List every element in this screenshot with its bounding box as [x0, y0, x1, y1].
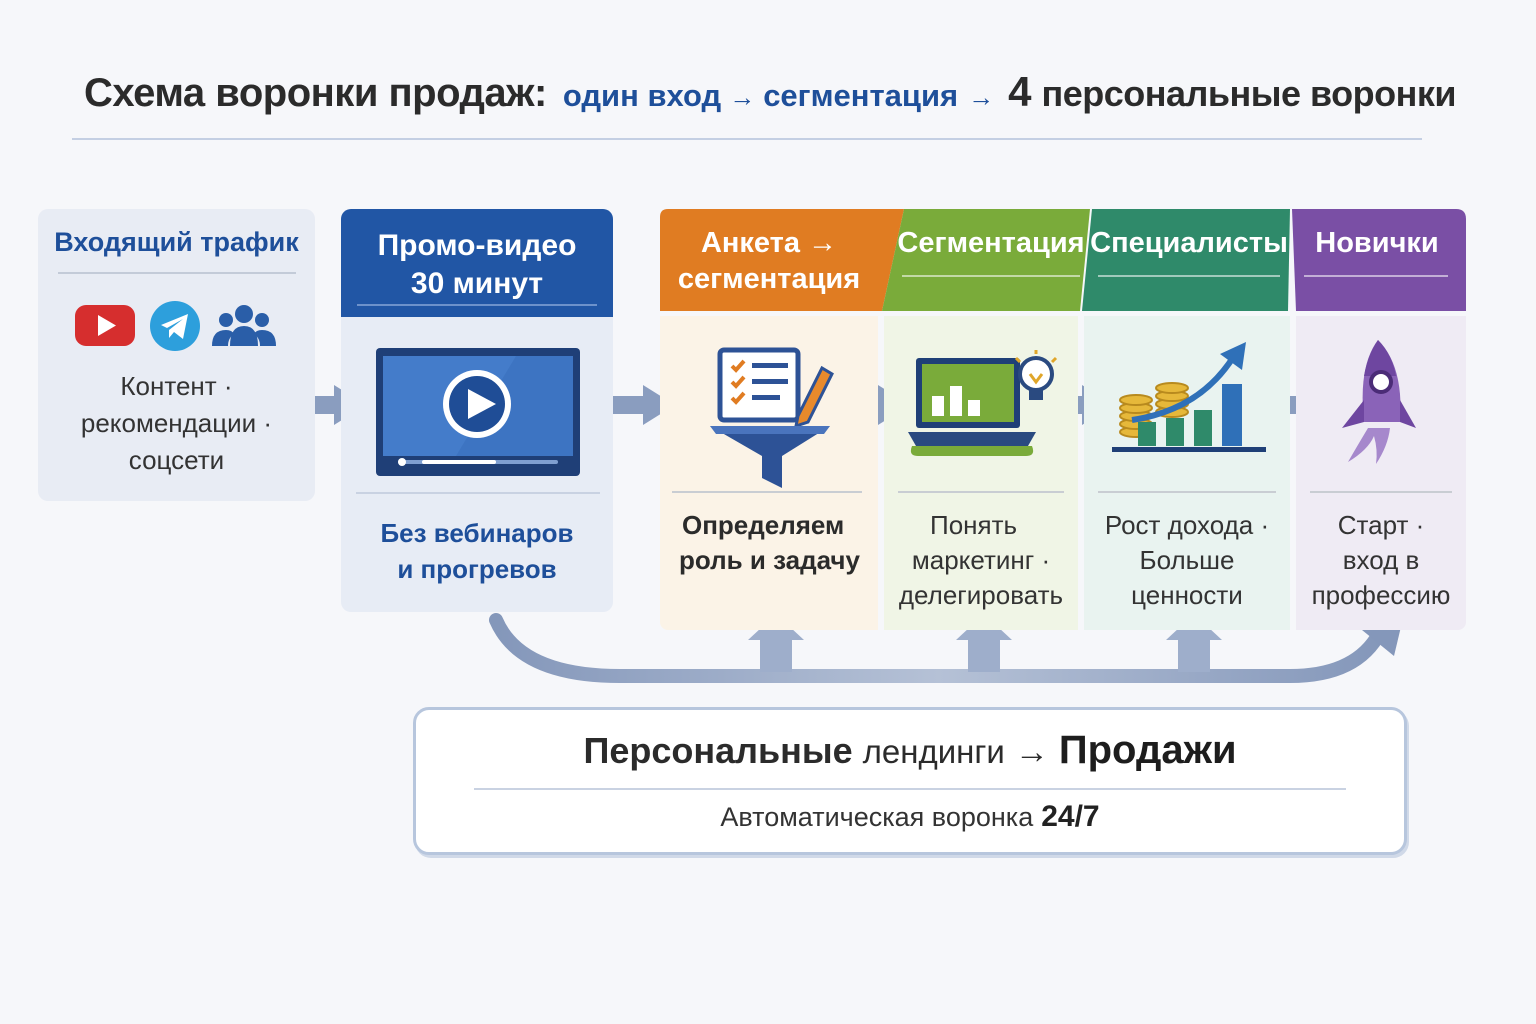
title-divider	[72, 138, 1422, 140]
traffic-line-3: соцсети	[128, 445, 225, 475]
segmentation-line-3: делегировать	[898, 580, 1064, 610]
title-main: Схема воронки продаж:	[84, 71, 547, 115]
title-step-segmentation: сегментация	[763, 78, 959, 113]
traffic-icons	[75, 301, 276, 351]
title-arrow-1: →	[729, 82, 756, 112]
novices-header-shape	[1292, 209, 1466, 311]
promo-duration: 30 минут	[410, 267, 544, 300]
landing-flow-curve	[489, 613, 1389, 683]
segmentation-divider	[898, 491, 1064, 493]
segmentation-line-1: Понять	[930, 510, 1018, 540]
landing-title-landings: лендинги	[862, 733, 1005, 770]
questionnaire-line-1: Определяем	[682, 510, 845, 540]
segmentation-line-2: маркетинг ·	[911, 545, 1051, 575]
questionnaire-description: Определяем роль и задачу	[660, 508, 878, 578]
landing-title-personal: Персональные	[583, 730, 853, 771]
people-icon	[212, 305, 276, 346]
segmentation-header-shape	[882, 209, 1090, 311]
growth-chart-icon	[1112, 342, 1266, 452]
landing-title-sales: Продажи	[1058, 728, 1237, 772]
specialists-column	[1084, 316, 1290, 630]
landing-sales-card	[413, 707, 1407, 855]
traffic-heading: Входящий трафик	[54, 227, 299, 257]
promo-divider	[356, 492, 600, 494]
specialists-line-1: Рост дохода ·	[1104, 510, 1270, 540]
landing-sales-title: Персональные лендинги → Продажи	[413, 728, 1407, 780]
segmentation-header: Сегментация	[896, 209, 1086, 311]
novices-header: Новички	[1296, 209, 1458, 311]
specialists-line-2: Больше ценности	[1131, 545, 1243, 610]
novices-header-divider	[1304, 275, 1448, 277]
specialists-header: Специалисты	[1090, 209, 1288, 311]
landing-title-arrow: →	[1014, 733, 1049, 771]
laptop-idea-icon	[908, 350, 1058, 456]
traffic-line-2: рекомендации ·	[80, 408, 273, 438]
promo-header-divider	[357, 304, 597, 306]
questionnaire-line-2: роль и задачу	[679, 545, 860, 575]
specialists-description: Рост дохода · Больше ценности	[1084, 508, 1290, 613]
questionnaire-divider	[672, 491, 862, 493]
page-title: Схема воронки продаж: один вход → сегмен…	[84, 68, 1457, 128]
questionnaire-header-shape	[660, 209, 904, 311]
specialists-divider	[1098, 491, 1276, 493]
promo-body-line-2: и прогревов	[397, 554, 557, 584]
traffic-divider	[58, 272, 296, 274]
landing-card-divider	[474, 788, 1346, 790]
promo-body-line-1: Без вебинаров	[380, 518, 574, 548]
telegram-icon	[150, 301, 200, 351]
novices-divider	[1310, 491, 1452, 493]
checklist-funnel-icon	[710, 347, 834, 488]
questionnaire-header: Анкета → сегментация	[660, 209, 878, 311]
traffic-card: Входящий трафик	[38, 209, 315, 501]
segmentation-description: Понять маркетинг · делегировать	[884, 508, 1078, 613]
novices-description: Старт · вход в профессию	[1296, 508, 1466, 613]
title-end: персональные воронки	[1041, 73, 1457, 114]
specialists-title: Специалисты	[1090, 227, 1288, 259]
promo-title: Промо-видео	[377, 229, 577, 262]
novices-title: Новички	[1315, 227, 1439, 259]
youtube-icon	[75, 305, 135, 346]
landing-subtitle-text: Автоматическая воронка	[720, 802, 1034, 832]
promo-header: Промо-видео 30 минут	[341, 209, 613, 317]
segmentation-title: Сегментация	[897, 227, 1085, 259]
title-arrow-2: →	[968, 82, 995, 112]
segmentation-header-divider	[902, 275, 1080, 277]
title-step-entry: один вход	[562, 78, 722, 113]
novices-line-1: Старт ·	[1337, 510, 1425, 540]
novices-line-3: профессию	[1311, 580, 1451, 610]
rocket-icon	[1342, 340, 1416, 464]
traffic-sources: Контент · рекомендации · соцсети	[38, 368, 315, 479]
landing-subtitle-hours: 24/7	[1041, 800, 1100, 833]
specialists-header-divider	[1098, 275, 1280, 277]
title-count: 4	[1008, 68, 1032, 115]
landing-card-subtitle: Автоматическая воронка 24/7	[413, 800, 1407, 844]
novices-line-2: вход в	[1342, 545, 1420, 575]
flow-arrow-2	[595, 385, 675, 425]
promo-description: Без вебинаров и прогревов	[341, 515, 613, 587]
traffic-line-1: Контент ·	[120, 371, 233, 401]
specialists-header-shape	[1082, 209, 1290, 311]
questionnaire-title: Анкета →	[700, 227, 838, 259]
video-player-icon	[376, 348, 580, 476]
questionnaire-subtitle: сегментация	[677, 263, 861, 295]
